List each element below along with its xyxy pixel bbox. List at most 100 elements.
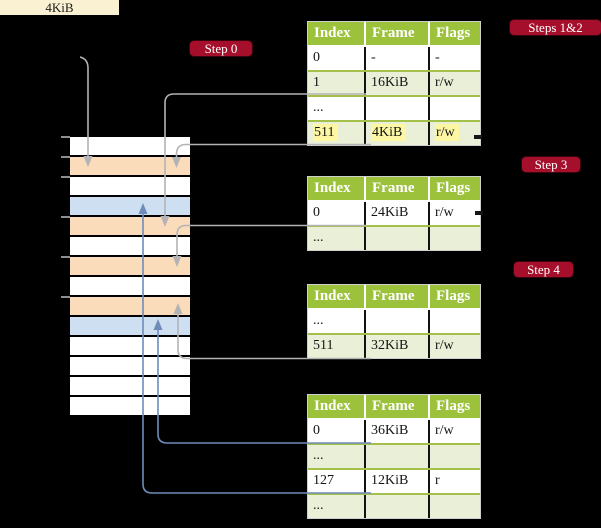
- steps-1-2-label: Steps 1&2: [528, 20, 583, 35]
- cell-flags: [430, 495, 480, 518]
- memory-frame-24kib-table: [70, 257, 190, 277]
- step-3-label: Step 3: [534, 157, 568, 172]
- address-tick: [61, 136, 70, 138]
- cell-index: ...: [308, 445, 366, 468]
- column-header-flags: Flags: [436, 25, 471, 41]
- highlighted-value: 4KiB: [371, 124, 407, 141]
- column-header-index: Index: [308, 395, 366, 418]
- cell-flags: -: [430, 47, 480, 70]
- cell-frame: [366, 445, 430, 468]
- column-header-flags: Flags: [436, 288, 471, 304]
- page-size-box: 4KiB: [0, 0, 119, 15]
- cell-frame: [366, 97, 430, 120]
- table-row-...: ...: [308, 227, 480, 250]
- cell-index: ...: [308, 310, 366, 333]
- highlighted-value: r/w: [435, 124, 459, 141]
- cell-flags: r: [430, 470, 480, 493]
- memory-frame-40kib-empty: [70, 337, 190, 357]
- column-header-flags: Flags: [436, 398, 471, 414]
- cell-frame: 4KiB: [366, 122, 430, 145]
- memory-frame-4kib-table: [70, 157, 190, 177]
- address-tick: [61, 216, 70, 218]
- pointer-511-4kib-line: [175, 143, 371, 157]
- cell-flags: r/w: [430, 72, 480, 95]
- cell-frame: 12KiB: [366, 470, 430, 493]
- highlighted-value: 511: [313, 124, 339, 141]
- column-header-frame: Frame: [366, 22, 430, 45]
- arrow-stub: [474, 135, 482, 139]
- step-4-badge: Step 4: [514, 262, 573, 277]
- arrow-stub: [475, 211, 483, 215]
- memory-frame-32kib-table: [70, 297, 190, 317]
- cell-index: 511: [308, 122, 366, 145]
- column-header-index: Index: [308, 22, 366, 45]
- memory-frame-28kib-empty: [70, 277, 190, 297]
- cell-frame: [366, 310, 430, 333]
- table-row-...: ...: [308, 445, 480, 470]
- memory-frame-16kib-table: [70, 217, 190, 237]
- address-tick: [61, 296, 70, 298]
- cell-index: 0: [308, 420, 366, 443]
- column-header-frame: Frame: [366, 395, 430, 418]
- cell-index: 511: [308, 335, 366, 358]
- cell-flags: [430, 310, 480, 333]
- steps-1-2-badge: Steps 1&2: [510, 20, 601, 35]
- cell-frame: 36KiB: [366, 420, 430, 443]
- table-row-...: ...: [308, 495, 480, 518]
- page-size-label: 4KiB: [45, 0, 74, 15]
- step-0-badge: Step 0: [190, 41, 252, 56]
- cell-index: ...: [308, 495, 366, 518]
- memory-frame-52kib-empty: [70, 397, 190, 417]
- column-header-flags: Flags: [436, 180, 471, 196]
- step-4-label: Step 4: [527, 262, 560, 277]
- table-row-0: 0--: [308, 47, 480, 72]
- step-3-badge: Step 3: [522, 157, 580, 172]
- cell-frame: 24KiB: [366, 202, 430, 225]
- memory-frame-36kib-page: [70, 317, 190, 337]
- memory-frame-0kib-empty: [70, 137, 190, 157]
- cell-frame: -: [366, 47, 430, 70]
- table-row-...: ...: [308, 310, 480, 335]
- cell-flags: [430, 227, 480, 250]
- cell-flags: [430, 97, 480, 120]
- memory-frame-48kib-empty: [70, 377, 190, 397]
- table-row-...: ...: [308, 97, 480, 122]
- cell-flags: r/w: [430, 122, 480, 145]
- cell-flags: r/w: [430, 335, 480, 358]
- cell-frame: [366, 227, 430, 250]
- cell-frame: 32KiB: [366, 335, 430, 358]
- column-header-frame: Frame: [366, 177, 430, 200]
- cell-flags: [430, 445, 480, 468]
- memory-frame-44kib-empty: [70, 357, 190, 377]
- column-header-index: Index: [308, 177, 366, 200]
- cell-flags: r/w: [430, 420, 480, 443]
- address-tick: [61, 156, 70, 158]
- cell-index: ...: [308, 97, 366, 120]
- address-tick: [61, 256, 70, 258]
- cell-index: 127: [308, 470, 366, 493]
- memory-frame-8kib-empty: [70, 177, 190, 197]
- cell-index: 1: [308, 72, 366, 95]
- column-header-index: Index: [308, 285, 366, 308]
- cell-index: ...: [308, 227, 366, 250]
- address-tick: [61, 176, 70, 178]
- physical-memory-column: [70, 137, 190, 417]
- memory-frame-20kib-empty: [70, 237, 190, 257]
- column-header-frame: Frame: [366, 285, 430, 308]
- cell-flags: r/w: [430, 202, 480, 225]
- step-0-label: Step 0: [204, 41, 238, 56]
- memory-frame-12kib-page: [70, 197, 190, 217]
- cell-frame: 16KiB: [366, 72, 430, 95]
